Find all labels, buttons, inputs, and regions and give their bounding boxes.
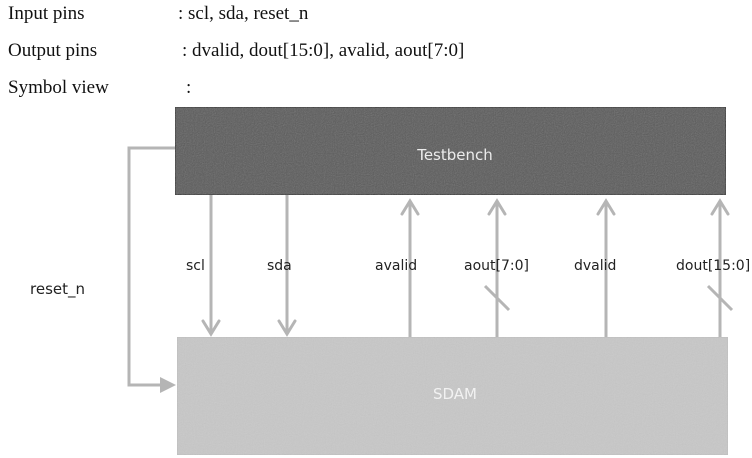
sdam-box [176, 336, 729, 456]
signal-avalid: avalid [375, 198, 420, 337]
sdam-label: SDAM [433, 385, 477, 403]
reset-line [127, 146, 175, 387]
arrowhead-up [710, 198, 730, 216]
signal-label: scl [186, 258, 205, 274]
output-pins-label: Output pins [8, 40, 98, 61]
signal-aout-7-0: aout[7:0] [464, 198, 529, 337]
bus-width-slash [706, 284, 734, 312]
bus-width-slash [483, 284, 511, 312]
signal-dout-15-0: dout[15:0] [676, 198, 750, 337]
arrowhead-down [201, 319, 221, 337]
arrowhead-up [596, 198, 616, 216]
arrowhead-down [277, 319, 297, 337]
input-pins-label: Input pins [8, 3, 85, 24]
arrowhead-up [487, 198, 507, 216]
testbench-block: Testbench [174, 106, 727, 196]
arrowhead-up [400, 198, 420, 216]
signal-arrows: scl sda avalid aout[7:0] dvalid dout[15:0] [186, 195, 750, 337]
testbench-box [174, 106, 727, 196]
reset-arrowhead [160, 377, 176, 393]
input-pins-value: : scl, sda, reset_n [178, 3, 309, 24]
signal-label: dout[15:0] [676, 258, 750, 274]
symbol-view-value: : [186, 77, 192, 98]
sdam-block: SDAM [176, 336, 729, 456]
output-pins-value: : dvalid, dout[15:0], avalid, aout[7:0] [182, 40, 465, 61]
symbol-view-label: Symbol view [8, 77, 109, 98]
reset-label: reset_n [30, 280, 85, 299]
signal-label: dvalid [574, 258, 616, 274]
signal-scl: scl [186, 195, 221, 337]
signal-label: avalid [375, 258, 417, 274]
reset-path [127, 146, 175, 387]
signal-label: sda [267, 258, 292, 274]
testbench-label: Testbench [416, 146, 493, 164]
signal-label: aout[7:0] [464, 258, 529, 274]
signal-sda: sda [267, 195, 297, 337]
signal-dvalid: dvalid [574, 198, 616, 337]
